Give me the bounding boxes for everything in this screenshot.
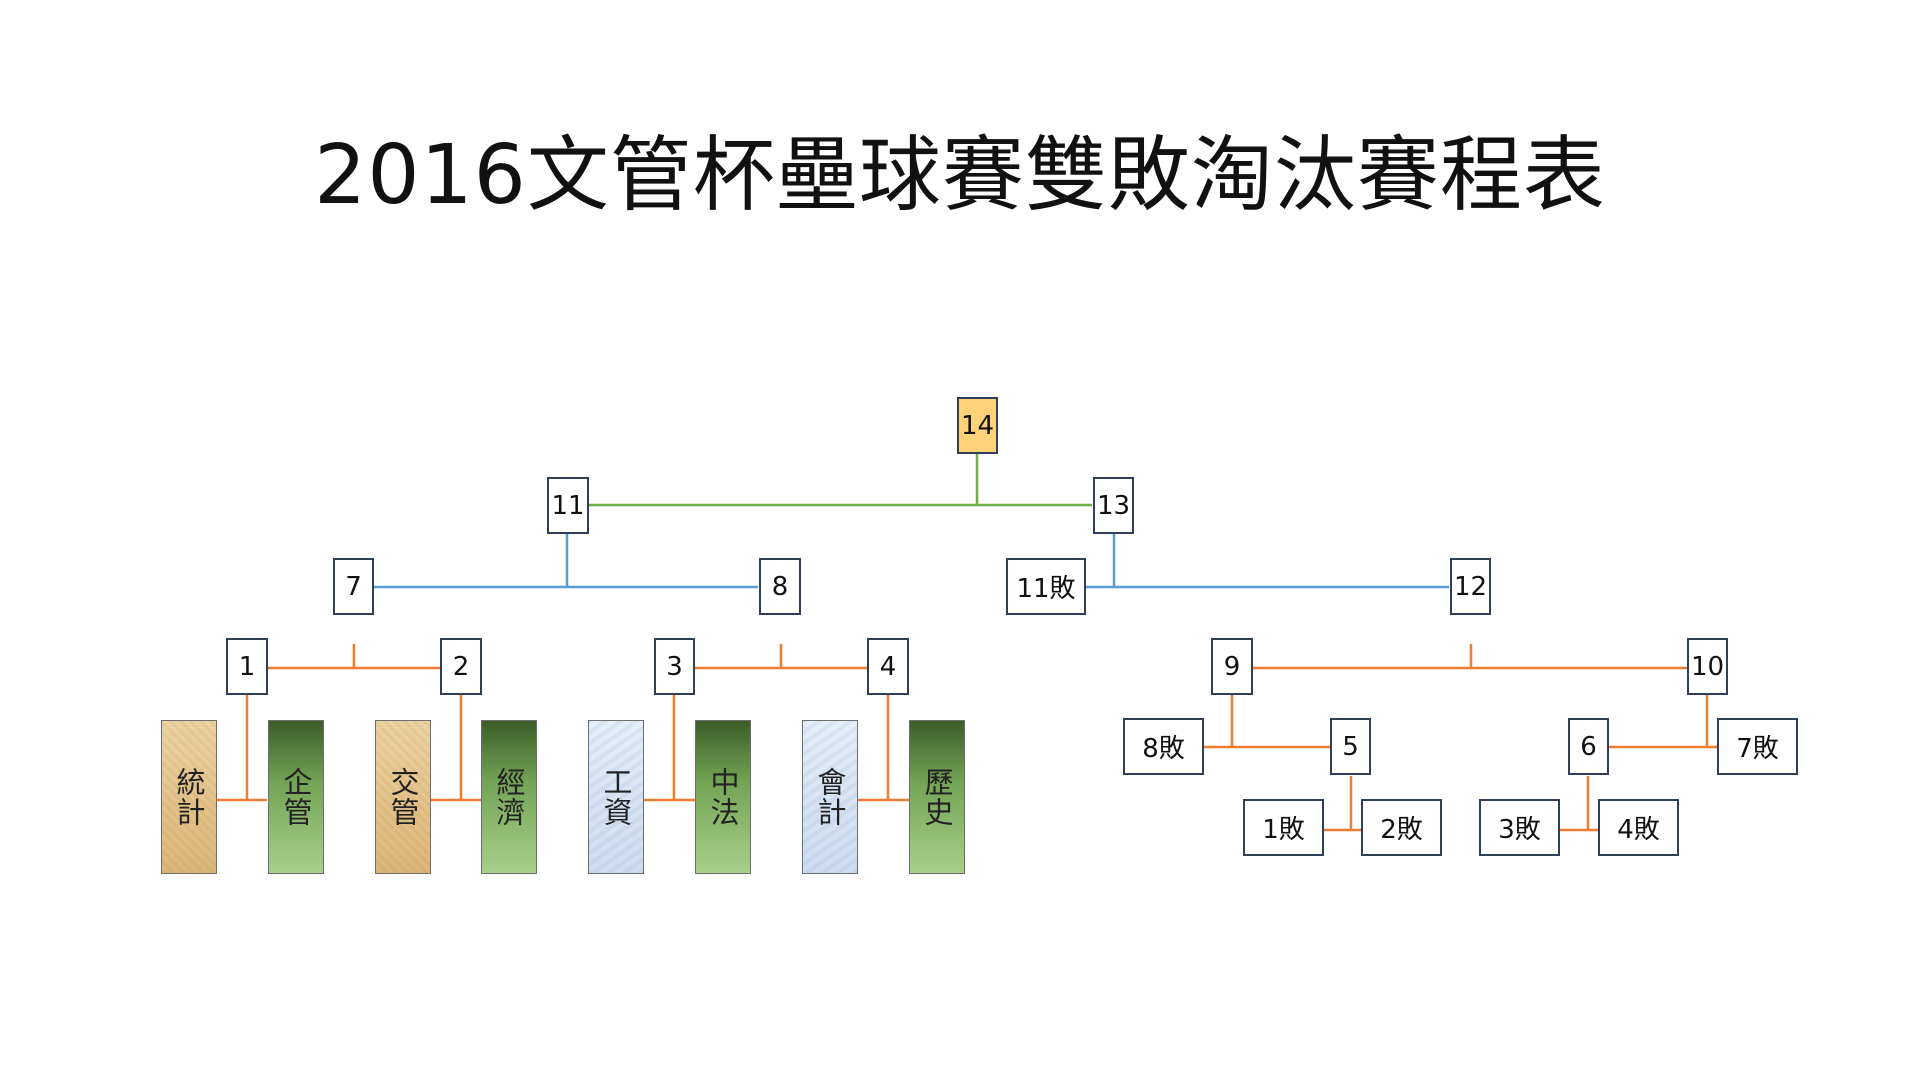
team-4-name: 經濟 [492, 767, 526, 827]
game-13-label: 13 [1096, 490, 1131, 521]
game-9-label: 9 [1223, 651, 1241, 682]
game-6-label: 6 [1580, 731, 1597, 762]
connector-g7-g8 [374, 534, 758, 589]
game-1-box: 1 [226, 638, 268, 695]
game-1-loser-label: 1敗 [1262, 815, 1305, 845]
game-3-box: 3 [654, 638, 695, 695]
team-box-7: 會計 [802, 720, 858, 874]
game-5-label: 5 [1342, 731, 1359, 762]
game-12-box: 12 [1450, 558, 1491, 615]
team-6-name: 中法 [706, 767, 740, 827]
game-10-label: 10 [1690, 651, 1725, 682]
game-2-loser-box: 2敗 [1361, 799, 1442, 856]
game-4-loser-label: 4敗 [1617, 815, 1660, 845]
team-8-name: 歷史 [920, 767, 954, 827]
game-3-loser-label: 3敗 [1498, 815, 1541, 845]
team-box-6: 中法 [695, 720, 751, 874]
connector-g11-g13 [589, 454, 1092, 507]
team-2-name: 企管 [279, 767, 313, 827]
game-14-label: 14 [960, 410, 995, 441]
game-3-loser-box: 3敗 [1479, 799, 1560, 856]
team-box-2: 企管 [268, 720, 324, 874]
game-7-loser-box: 7敗 [1717, 718, 1798, 775]
game-7-loser-label: 7敗 [1736, 734, 1779, 764]
connector-team7-team8 [857, 695, 909, 802]
game-7-box: 7 [333, 558, 374, 615]
team-box-8: 歷史 [909, 720, 965, 874]
team-box-3: 交管 [375, 720, 431, 874]
connector-team3-team4 [430, 695, 481, 802]
game-12-label: 12 [1453, 571, 1488, 602]
game-8-loser-label: 8敗 [1142, 734, 1185, 764]
connector-g3-g4 [695, 644, 868, 670]
game-6-box: 6 [1568, 718, 1609, 775]
team-5-name: 工資 [599, 767, 633, 827]
game-11-label: 11 [551, 490, 585, 521]
game-9-box: 9 [1211, 638, 1253, 695]
team-3-name: 交管 [386, 767, 420, 827]
game-10-box: 10 [1687, 638, 1728, 695]
connector-l8-g5 [1203, 693, 1330, 749]
game-8-label: 8 [771, 571, 789, 602]
connector-g1-g2 [268, 644, 442, 670]
connector-l1-l2 [1323, 776, 1361, 832]
game-3-label: 3 [666, 651, 683, 682]
game-8-box: 8 [759, 558, 801, 615]
game-14-box: 14 [957, 397, 998, 454]
team-1-name: 統計 [172, 767, 206, 827]
game-4-loser-box: 4敗 [1598, 799, 1679, 856]
game-4-label: 4 [879, 651, 897, 682]
game-5-box: 5 [1330, 718, 1371, 775]
connector-team5-team6 [643, 695, 695, 802]
connector-l11-g12 [1085, 534, 1449, 589]
game-11-loser-label: 11敗 [1016, 574, 1076, 604]
game-1-loser-box: 1敗 [1243, 799, 1324, 856]
game-4-box: 4 [867, 638, 909, 695]
page-title: 2016文管杯壘球賽雙敗淘汰賽程表 [314, 128, 1606, 223]
team-box-5: 工資 [588, 720, 644, 874]
connector-l3-l4 [1560, 776, 1598, 832]
game-11-loser-box: 11敗 [1006, 558, 1086, 615]
connector-team1-team2 [217, 695, 267, 802]
team-7-name: 會計 [813, 767, 847, 827]
game-2-loser-label: 2敗 [1380, 815, 1423, 845]
connector-g6-l7 [1609, 693, 1717, 749]
game-2-box: 2 [440, 638, 482, 695]
game-11-box: 11 [547, 477, 589, 534]
game-13-box: 13 [1093, 477, 1134, 534]
game-1-label: 1 [238, 651, 256, 682]
game-2-label: 2 [452, 651, 470, 682]
game-7-label: 7 [345, 571, 362, 602]
team-box-4: 經濟 [481, 720, 537, 874]
team-box-1: 統計 [161, 720, 217, 874]
connector-g9-g10 [1253, 644, 1688, 670]
game-8-loser-box: 8敗 [1123, 718, 1204, 775]
